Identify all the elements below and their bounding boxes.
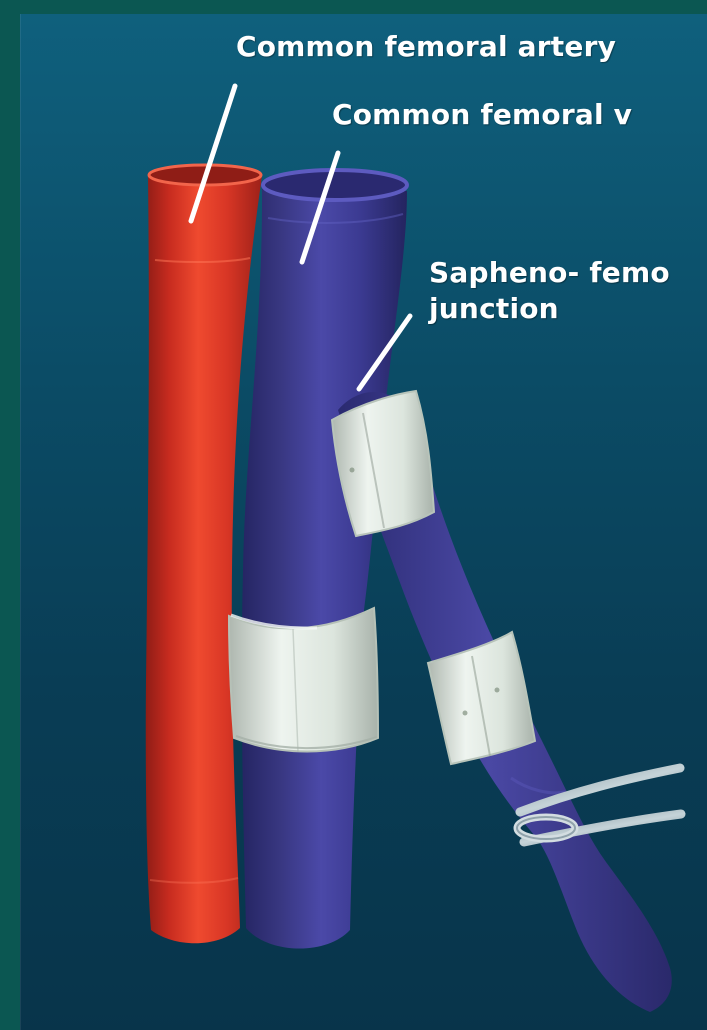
common-femoral-artery-label: Common femoral artery: [236, 32, 616, 63]
sapheno-femoral-junction-line-2: junction: [429, 291, 670, 327]
sapheno-femoral-junction-line-1: Sapheno- femo: [429, 255, 670, 291]
femoral-vein-cuff: [229, 608, 378, 752]
sapheno-femoral-junction-label: Sapheno- femo junction: [429, 255, 670, 327]
common-femoral-vein: [242, 170, 407, 949]
common-femoral-vein-label: Common femoral v: [332, 100, 632, 131]
